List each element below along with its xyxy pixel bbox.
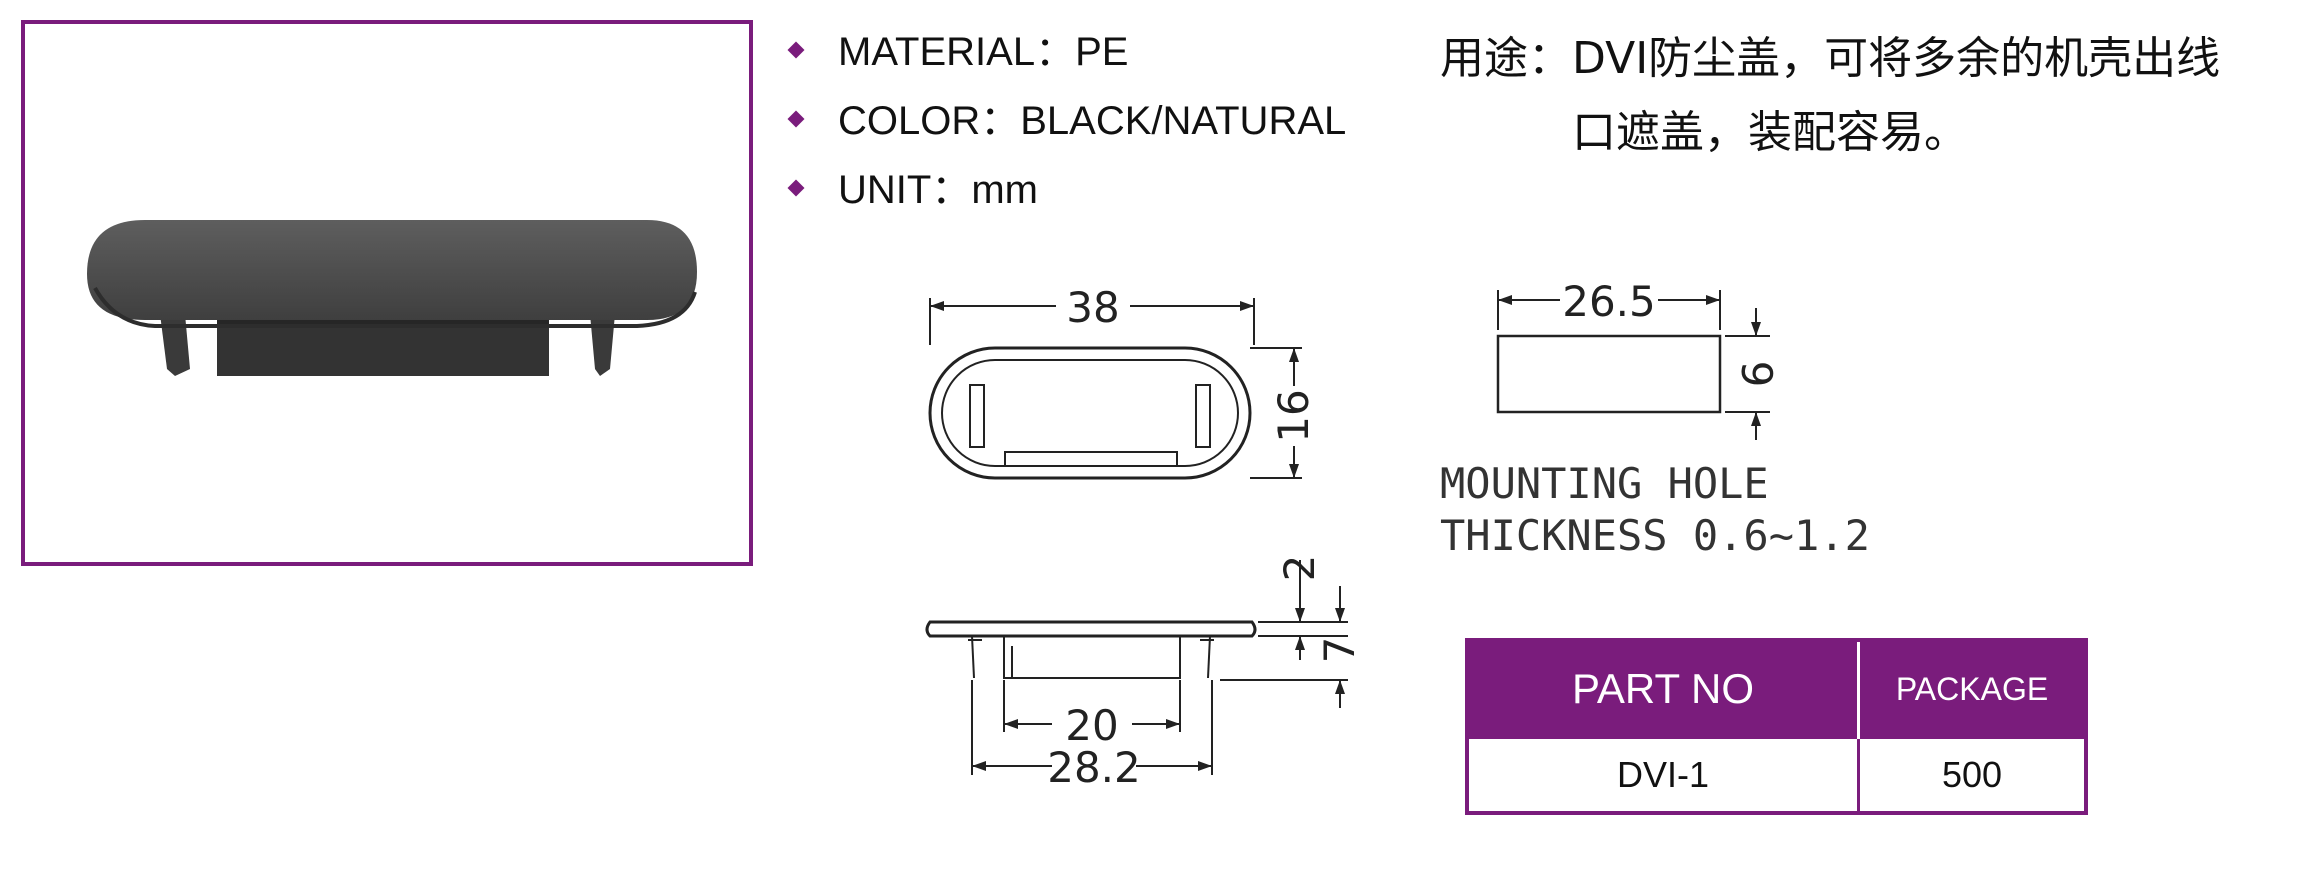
mounting-note-line-2: THICKNESS 0.6~1.2: [1440, 511, 1870, 560]
top-view-outline: [928, 346, 1252, 480]
header-package: PACKAGE: [1857, 640, 2086, 738]
cap-leg-left: [160, 314, 190, 376]
product-photo-frame: [21, 20, 753, 566]
cell-package: 500: [1857, 736, 2088, 815]
table-header-row: PART NO PACKAGE: [1467, 640, 2086, 738]
cap-leg-right: [590, 314, 615, 376]
part-table: PART NO PACKAGE DVI-1 500: [1465, 638, 2088, 815]
dim-top-length: 38: [1066, 283, 1119, 332]
dim-side-height: 7: [1315, 637, 1364, 664]
dim-hole-height: 9: [1732, 361, 1781, 388]
dim-bottom-inner: 20: [1065, 701, 1118, 750]
product-photo: [87, 220, 697, 376]
mounting-hole-outline: [1496, 334, 1722, 414]
header-part-no: PART NO: [1467, 640, 1859, 738]
side-view-outline: [925, 620, 1257, 638]
cap-top: [87, 220, 697, 320]
mounting-note: MOUNTING HOLE THICKNESS 0.6~1.2: [1440, 458, 1870, 562]
spec-text: COLOR：BLACK/NATURAL: [838, 99, 1347, 143]
usage-line-2: 口遮盖，装配容易。: [1572, 107, 1968, 158]
dim-side-top: 2: [1275, 555, 1324, 582]
dim-bottom-outer: 28.2: [1047, 743, 1141, 792]
spec-text: UNIT：mm: [838, 168, 1038, 212]
spec-text: MATERIAL：PE: [838, 30, 1129, 74]
usage-label: 用途：: [1440, 33, 1572, 84]
table-row: DVI-1 500: [1465, 736, 2088, 815]
cell-part-no: DVI-1: [1465, 736, 1860, 815]
mounting-note-line-1: MOUNTING HOLE: [1440, 459, 1769, 508]
dim-top-height: 16: [1269, 389, 1318, 442]
usage-line-1: DVI防尘盖，可将多余的机壳出线: [1572, 33, 2221, 84]
dim-hole-width: 26.5: [1562, 277, 1656, 326]
